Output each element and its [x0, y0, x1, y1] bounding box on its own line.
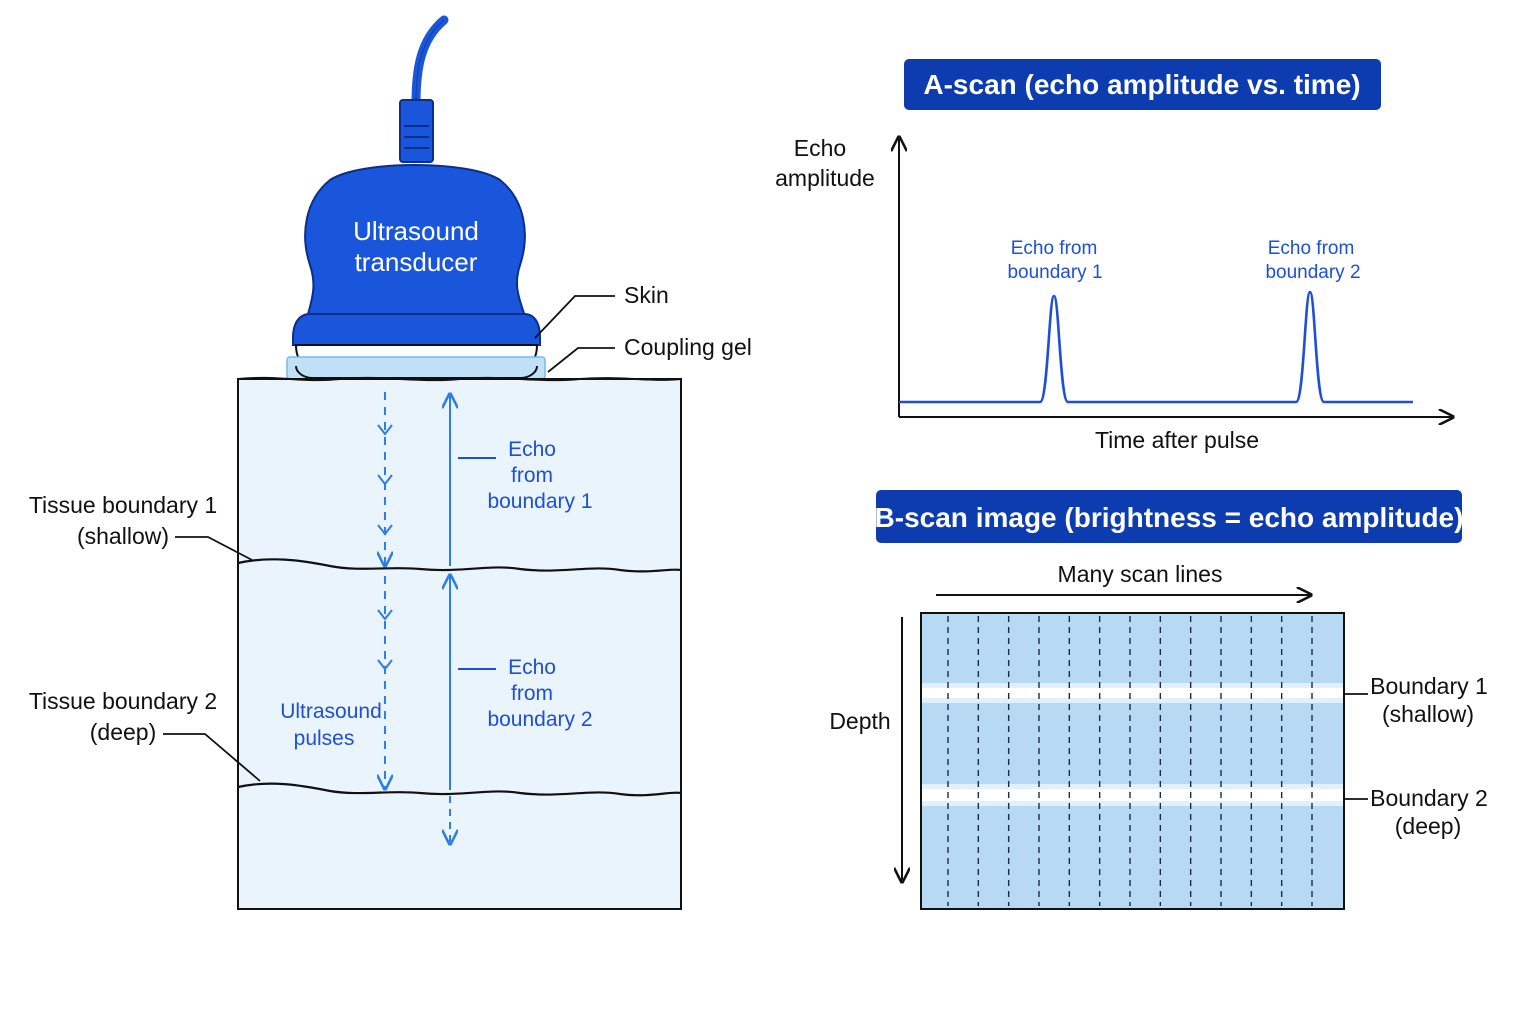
tissue-boundary-2-label: Tissue boundary 2	[29, 688, 217, 714]
ascan-peak2-label-line1: Echo from	[1268, 238, 1355, 259]
pulses-label-line1: Ultrasound	[280, 700, 382, 723]
layer-labels: Skin Coupling gel	[534, 282, 752, 373]
ascan-peak1-label-line1: Echo from	[1011, 238, 1098, 259]
tissue-boundary-2-sublabel: (deep)	[90, 719, 156, 745]
transducer-body	[303, 164, 530, 336]
skin-label: Skin	[624, 282, 669, 308]
tissue-boundary-1-line	[237, 558, 682, 573]
echo2-label-line3: boundary 2	[487, 708, 592, 731]
ascan-peak1-label-line2: boundary 1	[1007, 262, 1102, 283]
bscan-title: B-scan image (brightness = echo amplitud…	[875, 502, 1464, 533]
transducer-label-line2: transducer	[355, 247, 478, 277]
ascan-trace	[899, 290, 1413, 404]
bscan-bright-band-2	[922, 789, 1343, 801]
bscan-title-box	[876, 490, 1462, 543]
ascan-ylabel-line1: Echo	[794, 135, 846, 161]
coupling-gel-label: Coupling gel	[624, 334, 752, 360]
echo1-label-line3: boundary 1	[487, 490, 592, 513]
transducer-connector	[399, 99, 434, 163]
bscan-scan-lines	[947, 616, 1313, 906]
bscan-panel: B-scan image (brightness = echo amplitud…	[829, 490, 1488, 910]
tissue-block: Echo from boundary 1 Echo from boundary …	[237, 376, 682, 910]
transducer-group: Ultrasound transducer	[286, 15, 546, 380]
bscan-boundary2-label: Boundary 2	[1370, 785, 1488, 811]
bscan-image	[920, 612, 1345, 910]
ascan-xlabel: Time after pulse	[1095, 427, 1259, 453]
coupling-gel	[286, 356, 546, 380]
ascan-title-box	[904, 59, 1381, 110]
bscan-boundary1-sublabel: (shallow)	[1382, 701, 1474, 727]
bscan-bright-band-1	[922, 688, 1343, 698]
tissue-boundary-1-label: Tissue boundary 1	[29, 492, 217, 518]
skin-surface-line	[237, 376, 682, 382]
bscan-boundary2-sublabel: (deep)	[1395, 813, 1461, 839]
transducer-label-line1: Ultrasound	[353, 216, 479, 246]
echo2-label-line1: Echo	[508, 656, 556, 679]
pulses-label-line2: pulses	[294, 727, 355, 750]
bscan-boundary1-label: Boundary 1	[1370, 673, 1488, 699]
ascan-ylabel-line2: amplitude	[775, 165, 875, 191]
echo1-label-line1: Echo	[508, 438, 556, 461]
transducer-cable-outline	[415, 19, 445, 105]
tissue-boundary-2-line	[237, 782, 682, 797]
tissue-boundary-1-sublabel: (shallow)	[77, 523, 169, 549]
boundary-callouts: Tissue boundary 1 (shallow) Tissue bound…	[29, 492, 261, 782]
tissue-region	[237, 378, 682, 910]
bscan-scan-label: Many scan lines	[1058, 561, 1223, 587]
ascan-panel: A-scan (echo amplitude vs. time) Echo am…	[775, 59, 1453, 453]
bscan-depth-label: Depth	[829, 708, 890, 734]
ascan-peak2-label-line2: boundary 2	[1265, 262, 1360, 283]
ascan-title: A-scan (echo amplitude vs. time)	[923, 69, 1360, 100]
transducer-collar	[292, 313, 541, 346]
echo1-label-line2: from	[511, 464, 553, 487]
echo2-label-line2: from	[511, 682, 553, 705]
